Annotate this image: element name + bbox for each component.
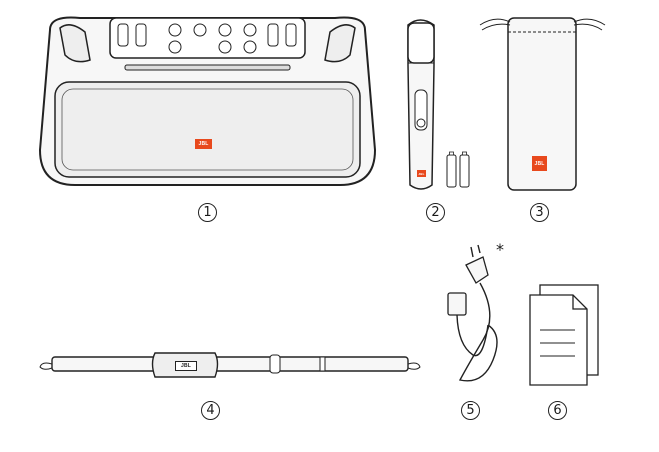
power-cord-item <box>438 244 513 390</box>
microphone-logo: JBL <box>417 170 426 177</box>
microphone-item: JBL <box>400 15 475 195</box>
pouch-drawing <box>479 17 606 191</box>
pouch-logo: JBL <box>532 156 547 171</box>
speaker-item: JBL <box>30 10 385 195</box>
item-number-3: 3 <box>530 203 549 222</box>
power-cord-drawing <box>447 244 498 382</box>
strap-logo: JBL <box>175 361 197 371</box>
pouch-item: JBL <box>470 10 620 191</box>
documents-item <box>525 280 605 390</box>
speaker-drawing <box>38 16 377 186</box>
power-cord-asterisk: * <box>496 240 504 259</box>
speaker-logo: JBL <box>195 139 212 149</box>
strap-item: JBL <box>39 345 421 390</box>
item-number-1: 1 <box>198 203 217 222</box>
item-number-5: 5 <box>461 401 480 420</box>
strap-drawing <box>39 352 421 378</box>
item-number-2: 2 <box>426 203 445 222</box>
microphone-drawing <box>407 19 470 190</box>
item-number-4: 4 <box>201 401 220 420</box>
item-number-6: 6 <box>548 401 567 420</box>
documents-drawing <box>529 284 599 386</box>
